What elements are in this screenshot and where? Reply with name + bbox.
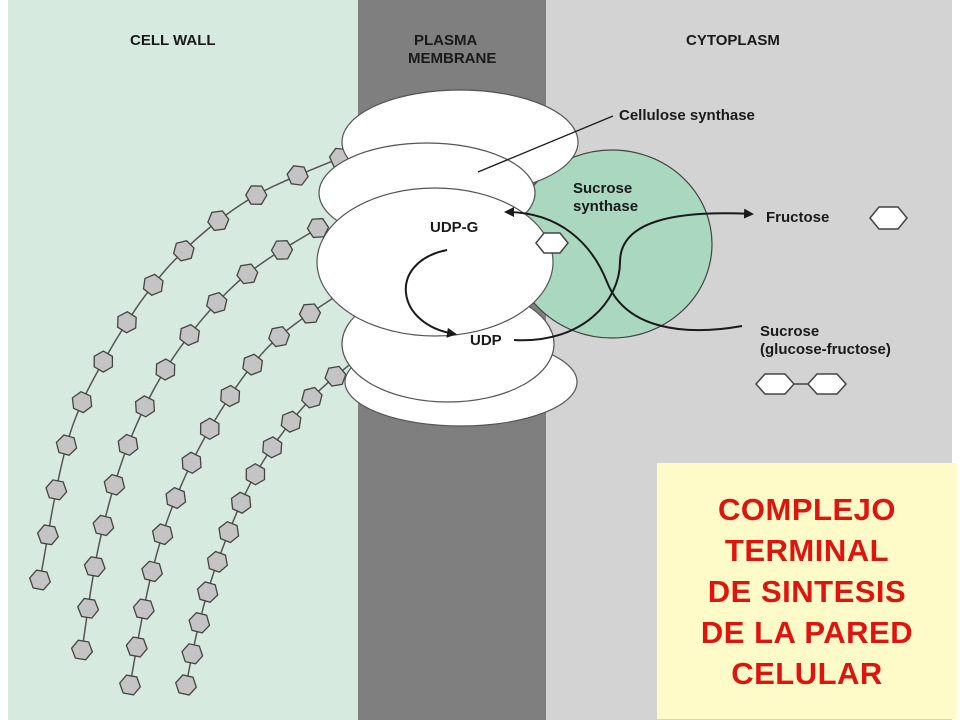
cellulose-synthase-complex — [316, 89, 579, 427]
udp-g-label: UDP-G — [430, 219, 478, 236]
glucose-unit-icon — [280, 410, 302, 433]
caption-line: CELULAR — [731, 655, 883, 691]
glucose-unit-icon — [286, 165, 309, 186]
glucose-unit-icon — [218, 520, 240, 544]
glucose-unit-icon — [125, 636, 148, 658]
caption-line: DE SINTESIS — [707, 573, 907, 609]
glucose-unit-icon — [92, 514, 115, 537]
glucose-unit-icon — [324, 365, 347, 387]
glucose-ring-icon — [535, 232, 569, 254]
udp-label: UDP — [470, 332, 502, 349]
cellulose-synthase-label: Cellulose synthase — [619, 107, 755, 124]
right-edge-strip — [952, 0, 960, 720]
glucose-unit-icon — [55, 434, 78, 457]
glucose-unit-icon — [103, 473, 126, 496]
sucrose-label-line1: Sucrose — [760, 323, 819, 340]
caption-line: TERMINAL — [724, 532, 890, 568]
glucose-unit-icon — [179, 323, 200, 347]
glucose-unit-icon — [245, 463, 266, 486]
glucose-unit-icon — [207, 210, 230, 232]
cell-wall-region — [8, 0, 358, 720]
caption-line: COMPLEJO — [718, 491, 896, 527]
glucose-unit-icon — [196, 581, 219, 604]
fructose-label: Fructose — [766, 209, 829, 226]
glucose-unit-icon — [270, 240, 294, 260]
glucose-unit-icon — [71, 390, 93, 414]
cellulose-synthase-leader-line — [477, 115, 614, 173]
glucose-unit-icon — [242, 353, 264, 376]
glucose-unit-icon — [134, 395, 156, 418]
glucose-unit-icon — [205, 291, 228, 314]
glucose-unit-icon — [236, 263, 259, 285]
caption-line: DE LA PARED — [700, 614, 914, 650]
glucose-unit-icon — [245, 185, 268, 205]
glucose-unit-icon — [188, 611, 211, 634]
glucose-unit-icon — [262, 436, 283, 459]
glucose-unit-icon — [141, 560, 164, 583]
rosette-subunit — [316, 187, 554, 337]
plasma-membrane-label-line2: MEMBRANE — [408, 50, 496, 67]
cellulose-chains — [28, 147, 372, 696]
sucrose-synthase-label-line2: synthase — [573, 198, 638, 215]
glucose-unit-icon — [174, 674, 198, 696]
glucose-unit-icon — [132, 598, 155, 620]
glucose-unit-icon — [28, 569, 52, 591]
glucose-unit-icon — [118, 674, 142, 696]
sucrose-synthase-label-line1: Sucrose — [573, 180, 632, 197]
glucose-unit-icon — [181, 451, 202, 475]
caption-box: COMPLEJO TERMINAL DE SINTESIS DE LA PARE… — [657, 463, 957, 719]
glucose-unit-icon — [116, 311, 137, 334]
glucose-unit-icon — [155, 358, 176, 381]
glucose-unit-icon — [306, 217, 330, 239]
glucose-unit-icon — [181, 643, 204, 665]
glucose-unit-icon — [83, 556, 106, 578]
glucose-unit-icon — [220, 384, 241, 408]
glucose-unit-icon — [199, 417, 220, 441]
cytoplasm-label: CYTOPLASM — [686, 32, 780, 49]
glucose-unit-icon — [206, 550, 229, 573]
glucose-unit-icon — [230, 491, 252, 514]
sucrose-label-line2: (glucose-fructose) — [760, 341, 891, 358]
glucose-unit-icon — [298, 303, 322, 324]
glucose-unit-icon — [45, 479, 68, 501]
sucrose-molecule-icon — [754, 373, 848, 395]
fructose-ring-icon — [869, 206, 908, 230]
glucose-unit-icon — [70, 639, 94, 661]
glucose-unit-icon — [151, 523, 174, 546]
glucose-unit-icon — [117, 433, 139, 457]
udp-to-fructose-arrow — [513, 208, 754, 342]
plasma-membrane-label-line1: PLASMA — [414, 32, 478, 49]
glucose-unit-icon — [36, 524, 60, 546]
glucose-unit-icon — [172, 239, 195, 262]
cell-wall-label: CELL WALL — [130, 32, 216, 49]
glucose-unit-icon — [165, 486, 187, 510]
glucose-unit-icon — [142, 273, 164, 296]
glucose-unit-icon — [301, 386, 323, 409]
glucose-unit-icon — [268, 325, 291, 348]
glucose-unit-icon — [76, 597, 100, 619]
sucrose-to-udpg-arrow — [504, 207, 743, 332]
glucose-unit-icon — [93, 350, 114, 373]
udpg-to-udp-arrow — [405, 249, 457, 338]
